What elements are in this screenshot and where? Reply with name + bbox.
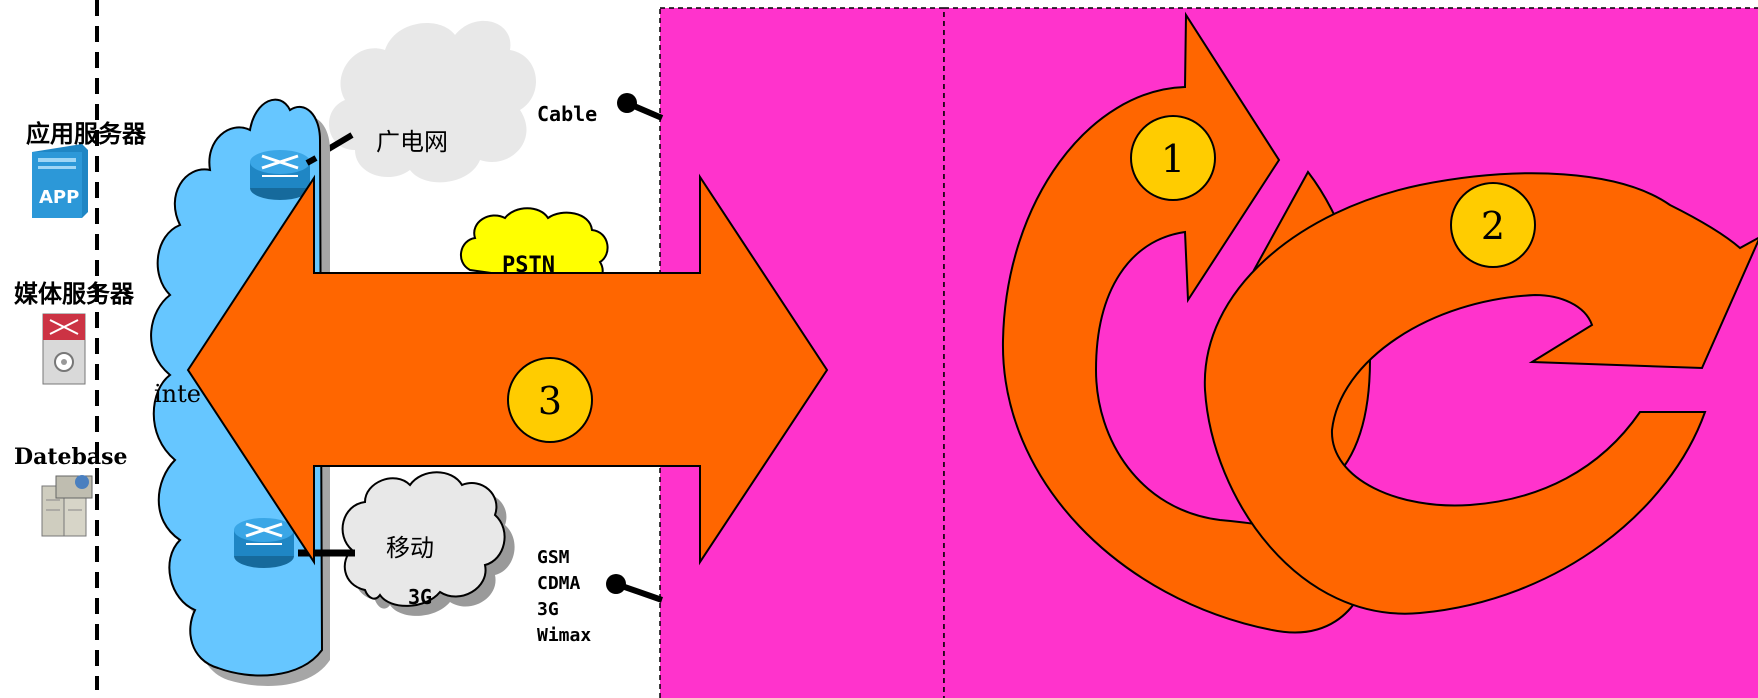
marker-1: 1 (1130, 115, 1216, 201)
wireless-gsm: GSM (537, 547, 570, 568)
mobile-label: 移动 (386, 534, 434, 562)
marker-3-label: 3 (538, 379, 562, 423)
database-label: Datebase (14, 444, 128, 470)
wireless-wimax: Wimax (537, 625, 591, 646)
database-icon (41, 475, 93, 537)
app-server-icon: APP (32, 144, 88, 218)
router-bottom-icon (234, 518, 294, 568)
mobile-cloud (341, 471, 515, 616)
marker-1-label: 1 (1161, 137, 1185, 181)
router-top-icon (250, 150, 310, 200)
app-server-label: 应用服务器 (26, 119, 147, 148)
double-arrow (186, 173, 829, 566)
media-server-icon (42, 313, 86, 385)
broadcast-label: 广电网 (376, 128, 448, 156)
mobile-3g-label: 3G (408, 585, 432, 609)
cycle-arrow-2 (1203, 172, 1758, 615)
marker-2-label: 2 (1481, 204, 1505, 248)
wireless-cdma: CDMA (537, 573, 581, 594)
internet-label: inte (154, 380, 201, 408)
pstn-cloud (460, 207, 609, 288)
marker-3: 3 (507, 357, 593, 443)
marker-2: 2 (1450, 182, 1536, 268)
media-server-label: 媒体服务器 (14, 279, 135, 308)
router-top-link (305, 155, 318, 166)
wireless-3g: 3G (537, 599, 559, 620)
app-icon-text: APP (39, 187, 79, 208)
wireless-link (615, 581, 663, 603)
broadcast-cloud (328, 20, 537, 183)
cable-link (625, 100, 664, 121)
cable-label: Cable (537, 102, 597, 126)
